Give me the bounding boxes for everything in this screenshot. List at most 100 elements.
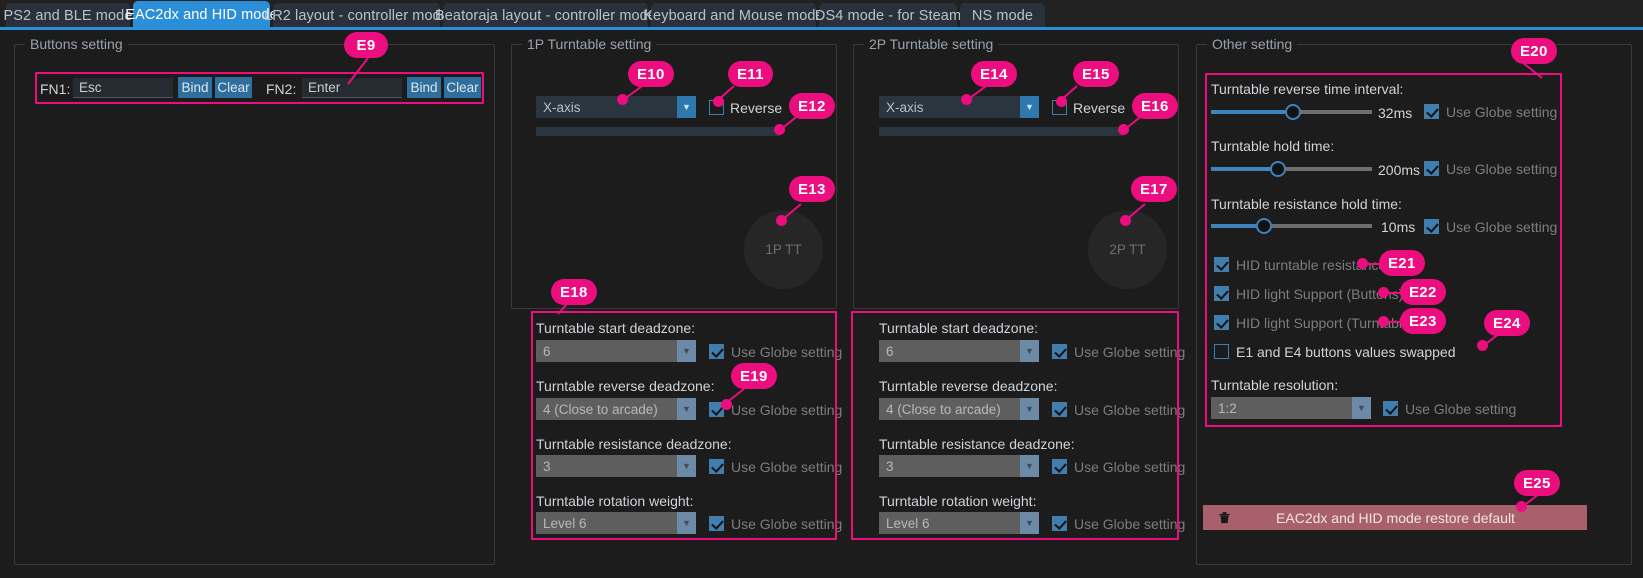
turntable-1p-rotation-weight-value: Level 6	[543, 515, 587, 531]
slider-fill	[1211, 110, 1292, 114]
tab-beatoraja-layout-controller[interactable]: Beatoraja layout - controller mode	[435, 3, 656, 28]
hold-time-slider[interactable]	[1211, 161, 1372, 177]
turntable-2p-axis-select[interactable]: X-axis ▼	[879, 96, 1039, 118]
turntable-2p-rotation-weight-select[interactable]: Level 6 ▼	[879, 512, 1039, 534]
leader-line-e9	[347, 57, 369, 85]
badge-e13: E13	[789, 176, 835, 202]
fn1-clear-button[interactable]: Clear	[215, 77, 252, 98]
slider-rest	[1292, 110, 1372, 114]
hid-light-support-turntable-label: HID light Support (Turntable)	[1236, 315, 1415, 331]
e1-e4-swap-checkbox[interactable]	[1214, 344, 1229, 359]
turntable-1p-resistance-deadzone-label: Turntable resistance deadzone:	[536, 436, 732, 452]
turntable-1p-rotation-weight-select[interactable]: Level 6 ▼	[536, 512, 696, 534]
turntable-1p-resistance-deadzone-select[interactable]: 3 ▼	[536, 455, 696, 477]
anchor-dot-e21	[1357, 258, 1368, 269]
turntable-2p-reverse-deadzone-globe-checkbox[interactable]	[1052, 402, 1067, 417]
resistance-hold-time-slider[interactable]	[1211, 218, 1372, 234]
hold-time-globe-label: Use Globe setting	[1446, 161, 1558, 177]
chevron-down-icon: ▼	[677, 455, 696, 477]
buttons-setting-title: Buttons setting	[25, 36, 128, 52]
badge-e22: E22	[1400, 279, 1446, 305]
reverse-time-interval-slider[interactable]	[1211, 104, 1372, 120]
turntable-1p-start-deadzone-globe-checkbox[interactable]	[709, 344, 724, 359]
turntable-2p-reverse-deadzone-label: Turntable reverse deadzone:	[879, 378, 1058, 394]
turntable-2p-reverse-deadzone-select[interactable]: 4 (Close to arcade) ▼	[879, 398, 1039, 420]
turntable-2p-resistance-deadzone-select[interactable]: 3 ▼	[879, 455, 1039, 477]
leader-line-e17	[1125, 203, 1146, 221]
badge-e14: E14	[971, 61, 1017, 87]
slider-knob[interactable]	[1285, 104, 1301, 120]
turntable-1p-resistance-deadzone-globe-checkbox[interactable]	[709, 459, 724, 474]
leader-line-e20	[1521, 61, 1543, 79]
anchor-dot-e14	[961, 94, 972, 105]
turntable-2p-start-deadzone-select[interactable]: 6 ▼	[879, 340, 1039, 362]
chevron-down-icon: ▼	[1020, 398, 1039, 420]
other-setting-group: Other setting	[1196, 36, 1632, 565]
chevron-down-icon: ▼	[677, 398, 696, 420]
reverse-time-interval-globe-label: Use Globe setting	[1446, 104, 1558, 120]
slider-knob[interactable]	[1270, 161, 1286, 177]
anchor-dot-e12	[774, 124, 785, 135]
turntable-1p-reverse-deadzone-value: 4 (Close to arcade)	[543, 401, 658, 417]
turntable-2p-tt-circle-label: 2P TT	[1109, 242, 1146, 257]
resistance-hold-time-label: Turntable resistance hold time:	[1211, 196, 1402, 212]
turntable-2p-resistance-deadzone-globe-checkbox[interactable]	[1052, 459, 1067, 474]
turntable-2p-reverse-deadzone-globe-label: Use Globe setting	[1074, 402, 1186, 418]
chevron-down-icon: ▼	[1020, 512, 1039, 534]
turntable-1p-tt-circle[interactable]: 1P TT	[744, 210, 823, 289]
hid-turntable-resistance-checkbox[interactable]	[1214, 257, 1229, 272]
turntable-1p-resistance-deadzone-globe-label: Use Globe setting	[731, 459, 843, 475]
turntable-1p-position-bar	[536, 127, 780, 136]
tab-keyboard-mouse-mode[interactable]: Keyboard and Mouse mode	[643, 3, 824, 28]
chevron-down-icon: ▼	[1352, 397, 1371, 419]
turntable-resolution-select[interactable]: 1:2 ▼	[1211, 397, 1371, 419]
turntable-2p-start-deadzone-label: Turntable start deadzone:	[879, 320, 1039, 336]
restore-default-label: EAC2dx and HID mode restore default	[1276, 509, 1515, 526]
anchor-dot-e17	[1120, 215, 1131, 226]
slider-knob[interactable]	[1256, 218, 1272, 234]
turntable-1p-group: 1P Turntable setting	[511, 36, 837, 309]
turntable-resolution-value: 1:2	[1218, 400, 1237, 416]
tab-ps2-ble-mode[interactable]: PS2 and BLE mode	[4, 3, 132, 28]
buttons-setting-group: Buttons setting	[14, 36, 495, 565]
tab-lr2-layout-controller[interactable]: LR2 layout - controller mode	[264, 3, 449, 28]
reverse-time-interval-value: 32ms	[1378, 105, 1413, 121]
turntable-resolution-globe-label: Use Globe setting	[1405, 401, 1517, 417]
fn1-input[interactable]	[73, 78, 173, 98]
turntable-2p-start-deadzone-globe-checkbox[interactable]	[1052, 344, 1067, 359]
turntable-2p-rotation-weight-globe-checkbox[interactable]	[1052, 516, 1067, 531]
leader-line-e15	[1060, 85, 1078, 101]
reverse-time-interval-globe-checkbox[interactable]	[1424, 104, 1439, 119]
turntable-2p-start-deadzone-value: 6	[886, 343, 894, 359]
tab-eac2dx-hid-mode[interactable]: EAC2dx and HID mode	[125, 1, 278, 28]
hid-light-support-turntable-checkbox[interactable]	[1214, 315, 1229, 330]
tab-ns-mode[interactable]: NS mode	[960, 3, 1045, 28]
hold-time-label: Turntable hold time:	[1211, 138, 1335, 154]
tab-ds4-mode-steam[interactable]: DS4 mode - for Steam	[815, 3, 961, 28]
turntable-2p-resistance-deadzone-globe-label: Use Globe setting	[1074, 459, 1186, 475]
badge-e21: E21	[1379, 250, 1425, 276]
turntable-1p-rotation-weight-globe-checkbox[interactable]	[709, 516, 724, 531]
badge-e11: E11	[728, 61, 773, 87]
mode-tab-bar: PS2 and BLE mode EAC2dx and HID mode LR2…	[0, 0, 1643, 30]
fn2-bind-button[interactable]: Bind	[407, 77, 441, 98]
hid-light-support-buttons-checkbox[interactable]	[1214, 286, 1229, 301]
turntable-1p-start-deadzone-label: Turntable start deadzone:	[536, 320, 696, 336]
resistance-hold-time-globe-checkbox[interactable]	[1424, 219, 1439, 234]
resistance-hold-time-value: 10ms	[1381, 219, 1416, 235]
turntable-1p-reverse-deadzone-select[interactable]: 4 (Close to arcade) ▼	[536, 398, 696, 420]
turntable-resolution-globe-checkbox[interactable]	[1383, 401, 1398, 416]
slider-rest	[1277, 167, 1372, 171]
trash-icon	[1219, 512, 1230, 524]
hid-light-support-buttons-label: HID light Support (Buttons)	[1236, 286, 1404, 302]
turntable-1p-resistance-deadzone-value: 3	[543, 458, 551, 474]
hold-time-globe-checkbox[interactable]	[1424, 161, 1439, 176]
turntable-1p-axis-select[interactable]: X-axis ▼	[536, 96, 696, 118]
fn2-input[interactable]	[302, 78, 402, 98]
fn2-clear-button[interactable]: Clear	[444, 77, 481, 98]
turntable-2p-axis-value: X-axis	[886, 99, 924, 115]
fn1-bind-button[interactable]: Bind	[178, 77, 212, 98]
badge-e20: E20	[1511, 38, 1557, 64]
turntable-1p-start-deadzone-select[interactable]: 6 ▼	[536, 340, 696, 362]
badge-e25: E25	[1514, 470, 1560, 496]
